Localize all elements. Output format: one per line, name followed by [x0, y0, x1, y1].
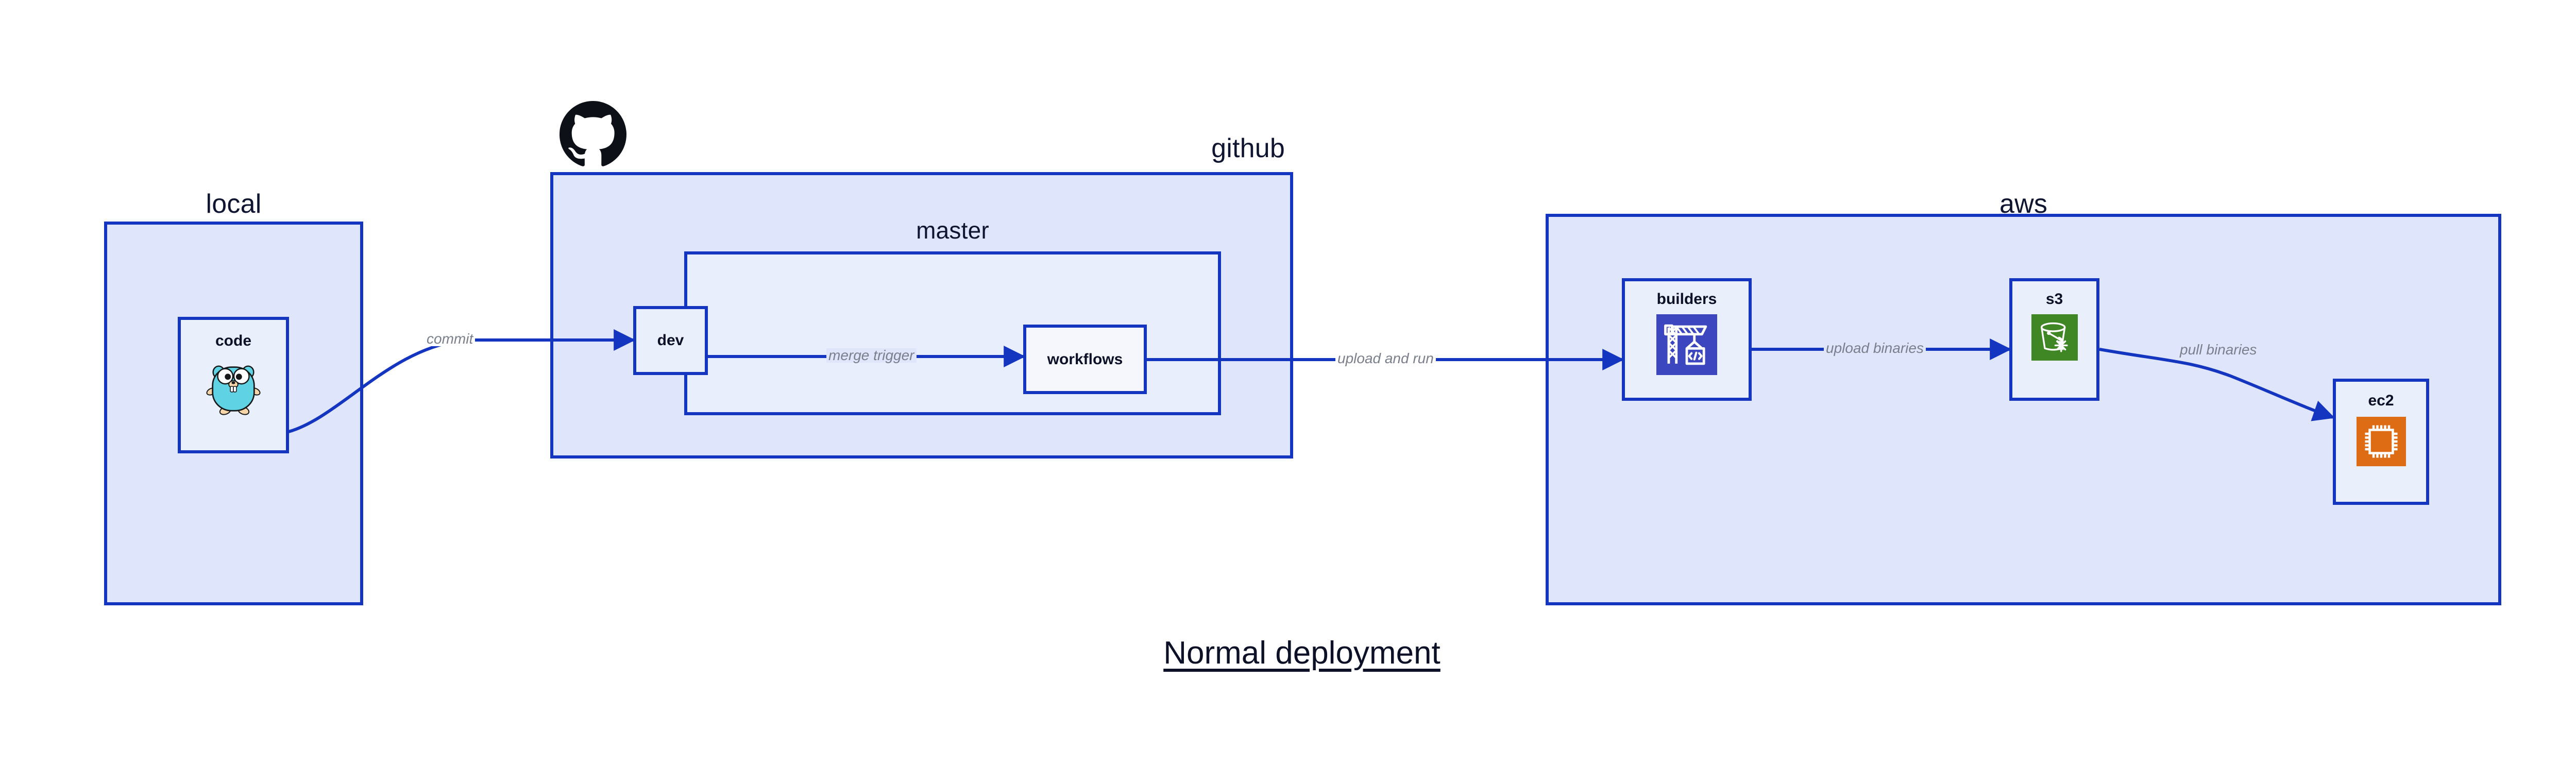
- node-code[interactable]: code: [178, 317, 289, 453]
- github-octocat-icon: [560, 101, 626, 168]
- node-ec2[interactable]: ec2: [2333, 379, 2429, 505]
- group-label-aws: aws: [1999, 189, 2048, 219]
- go-gopher-icon: [203, 356, 264, 417]
- node-builders-label: builders: [1656, 291, 1717, 308]
- aws-ec2-icon: [2356, 417, 2406, 466]
- page-title: Normal deployment: [0, 637, 2576, 669]
- edge-label-commit: commit: [425, 332, 476, 346]
- aws-s3-glacier-icon: [2031, 314, 2078, 361]
- edge-label-pull-binaries: pull binaries: [2180, 342, 2257, 358]
- node-dev-label: dev: [657, 332, 684, 349]
- edge-label-upload-and-run: upload and run: [1335, 351, 1436, 366]
- subgroup-label-master: master: [916, 217, 989, 244]
- group-label-local: local: [206, 189, 262, 219]
- node-code-label: code: [215, 332, 252, 349]
- node-builders[interactable]: builders: [1622, 278, 1752, 401]
- node-workflows[interactable]: workflows: [1023, 325, 1147, 394]
- group-label-github: github: [1211, 133, 1285, 163]
- page-title-text: Normal deployment: [1163, 635, 1440, 671]
- node-s3[interactable]: s3: [2009, 278, 2099, 401]
- aws-codebuild-icon: [1656, 314, 1717, 375]
- node-workflows-label: workflows: [1047, 350, 1123, 368]
- edge-label-merge-trigger: merge trigger: [826, 348, 917, 363]
- edge-label-upload-binaries: upload binaries: [1824, 341, 1926, 355]
- node-ec2-label: ec2: [2368, 392, 2394, 409]
- node-s3-label: s3: [2045, 291, 2063, 308]
- node-dev[interactable]: dev: [633, 306, 708, 375]
